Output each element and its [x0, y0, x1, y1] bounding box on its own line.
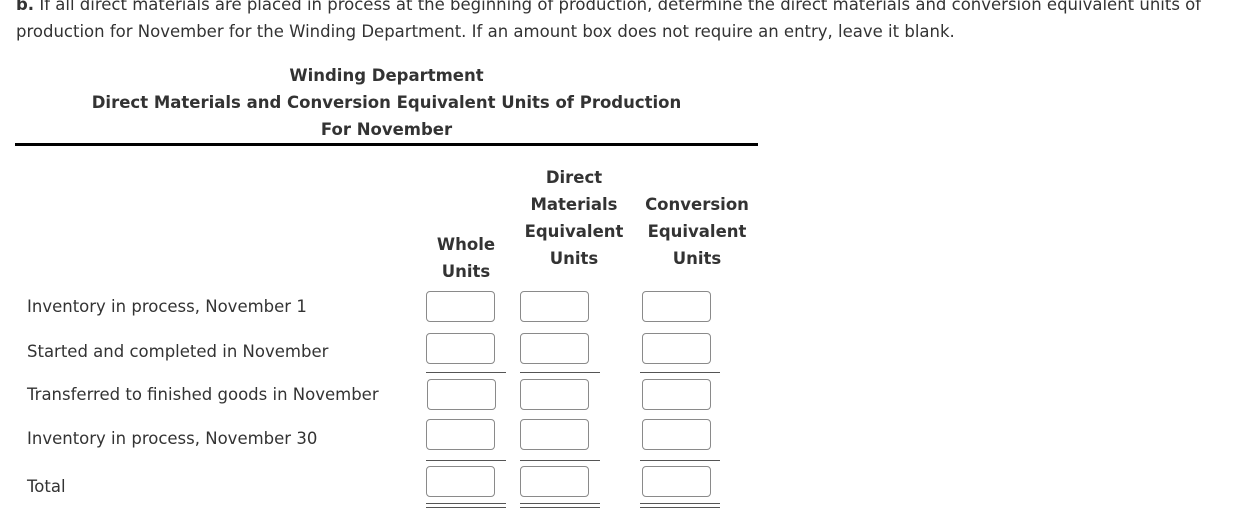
whole-units-transferred-input[interactable] — [427, 379, 496, 410]
instruction-body: If all direct materials are placed in pr… — [16, 0, 1202, 41]
header-rule — [15, 143, 758, 146]
whole-units-inventory-nov30-input[interactable] — [426, 419, 495, 450]
total-line-whole — [426, 460, 506, 461]
total-line-dm — [520, 460, 600, 461]
conv-eu-total-input[interactable] — [642, 466, 711, 497]
conv-eu-inventory-nov30-input[interactable] — [642, 419, 711, 450]
conv-eu-inventory-nov1-input[interactable] — [642, 291, 711, 322]
double-line-dm-2 — [520, 507, 600, 508]
row-label-started-completed: Started and completed in November — [27, 342, 329, 361]
conv-eu-started-completed-input[interactable] — [642, 333, 711, 364]
double-line-conv-1 — [640, 503, 720, 504]
subtotal-line-whole — [426, 372, 506, 373]
row-label-inventory-nov1: Inventory in process, November 1 — [27, 297, 307, 316]
col-header-conversion-eu: Conversion Equivalent Units — [645, 195, 749, 268]
dm-eu-total-input[interactable] — [520, 466, 589, 497]
col-header-whole-units: Whole Units — [436, 235, 496, 281]
subtotal-line-dm — [520, 372, 600, 373]
row-label-transferred: Transferred to finished goods in Novembe… — [27, 385, 379, 404]
col-header-dm-eu: Direct Materials Equivalent Units — [524, 168, 624, 268]
double-line-whole-1 — [426, 503, 506, 504]
instruction-text: b. If all direct materials are placed in… — [16, 0, 1247, 45]
period-title: For November — [320, 120, 453, 139]
dm-eu-transferred-input[interactable] — [520, 379, 589, 410]
whole-units-started-completed-input[interactable] — [426, 333, 495, 364]
schedule-title: Direct Materials and Conversion Equivale… — [91, 93, 682, 112]
double-line-whole-2 — [426, 507, 506, 508]
department-title: Winding Department — [289, 66, 484, 85]
whole-units-inventory-nov1-input[interactable] — [426, 291, 495, 322]
double-line-dm-1 — [520, 503, 600, 504]
conv-eu-transferred-input[interactable] — [642, 379, 711, 410]
dm-eu-started-completed-input[interactable] — [520, 333, 589, 364]
dm-eu-inventory-nov30-input[interactable] — [520, 419, 589, 450]
whole-units-total-input[interactable] — [426, 466, 495, 497]
row-label-total: Total — [27, 477, 66, 496]
dm-eu-inventory-nov1-input[interactable] — [520, 291, 589, 322]
row-label-inventory-nov30: Inventory in process, November 30 — [27, 429, 318, 448]
double-line-conv-2 — [640, 507, 720, 508]
total-line-conv — [640, 460, 720, 461]
subtotal-line-conv — [640, 372, 720, 373]
part-label: b. — [16, 0, 35, 14]
